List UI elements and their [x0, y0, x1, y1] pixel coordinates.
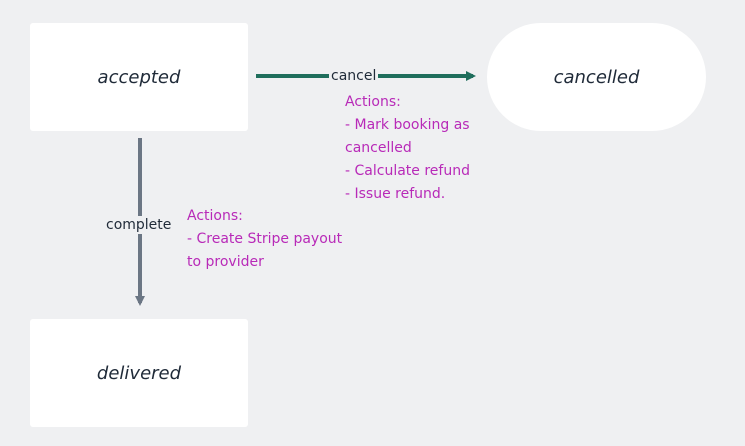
complete-actions-line: to provider	[187, 254, 264, 270]
complete-actions-line: - Create Stripe payout	[187, 231, 343, 247]
state-cancelled-label: cancelled	[553, 66, 640, 88]
cancel-actions: Actions: - Mark booking as cancelled - C…	[345, 91, 470, 206]
cancel-actions-line: - Issue refund.	[345, 186, 446, 202]
cancel-actions-line: - Mark booking as	[345, 117, 470, 133]
state-accepted[interactable]: accepted	[30, 23, 248, 131]
complete-actions: Actions: - Create Stripe payout to provi…	[187, 205, 342, 274]
complete-actions-line: Actions:	[187, 208, 243, 224]
cancel-actions-line: Actions:	[345, 94, 401, 110]
state-delivered[interactable]: delivered	[30, 319, 248, 427]
state-delivered-label: delivered	[96, 362, 182, 384]
cancel-transition-label: cancel	[329, 67, 379, 85]
state-cancelled[interactable]: cancelled	[487, 23, 706, 131]
complete-transition-label: complete	[104, 216, 174, 234]
cancel-actions-line: - Calculate refund	[345, 163, 470, 179]
cancel-actions-line: cancelled	[345, 140, 412, 156]
state-accepted-label: accepted	[97, 66, 181, 88]
